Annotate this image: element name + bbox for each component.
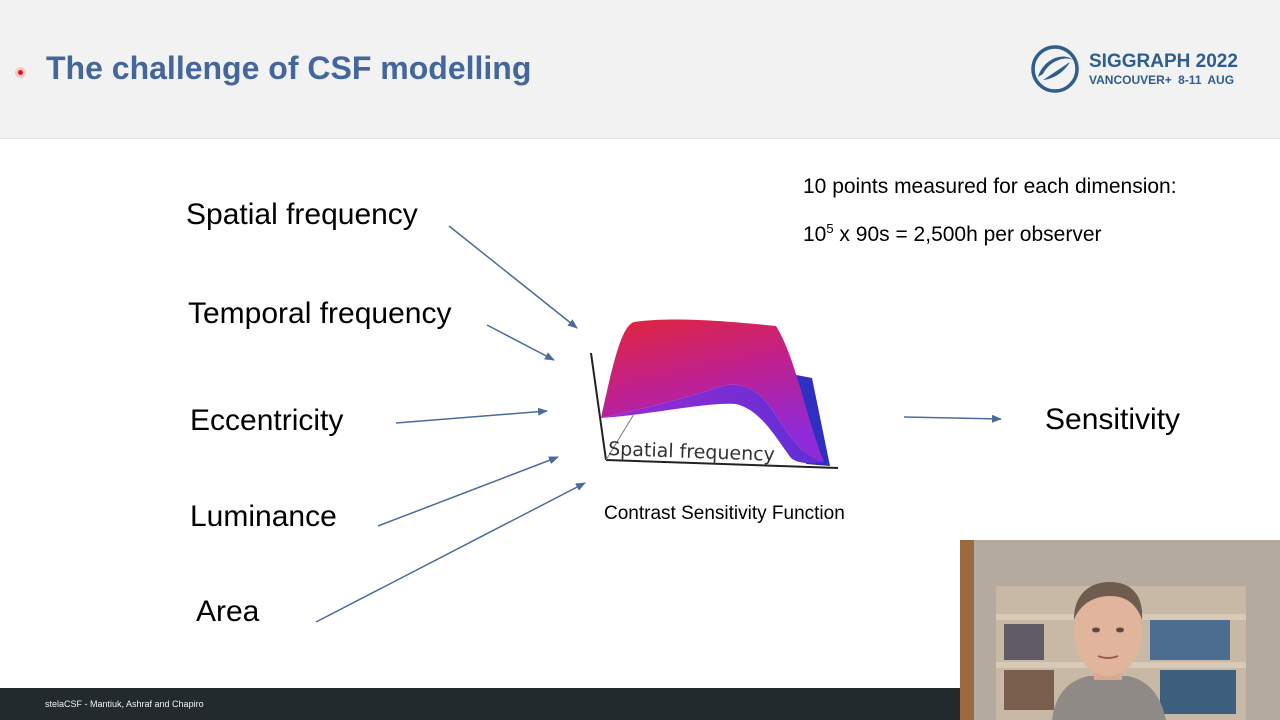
presenter-webcam	[960, 540, 1280, 720]
webcam-doorframe	[960, 540, 974, 720]
webcam-presenter-mouth	[1097, 655, 1119, 659]
logo-conference-name: SIGGRAPH 2022	[1089, 51, 1238, 72]
plot-axis-horizontal	[605, 459, 839, 469]
webcam-presenter-eye-right	[1116, 627, 1124, 633]
webcam-scene	[960, 540, 1280, 720]
webcam-presenter-eye-left	[1092, 627, 1100, 633]
arrow-eccentricity	[395, 407, 548, 424]
logo-dates: 8-11 AUG	[1178, 73, 1235, 87]
record-dot-icon	[15, 67, 26, 78]
footer-credits: stelaCSF - Mantiuk, Ashraf and Chapiro	[45, 699, 204, 709]
note-base: 10	[803, 223, 827, 246]
webcam-books-top-left	[1004, 624, 1044, 660]
csf-surface-main	[601, 319, 824, 462]
factor-spatial-frequency: Spatial frequency	[186, 198, 418, 231]
factor-area: Area	[196, 595, 260, 628]
factor-eccentricity: Eccentricity	[190, 404, 344, 437]
arrow-temporal-frequency	[486, 324, 555, 361]
note-exponent: 5	[826, 221, 834, 236]
webcam-presenter-hair	[1074, 582, 1143, 620]
slide-title: The challenge of CSF modelling	[46, 50, 532, 86]
slide-header: The challenge of CSF modelling SIGGRAPH …	[0, 0, 1280, 139]
webcam-books-mid-right	[1160, 670, 1236, 714]
csf-surface-plot: Spatial frequency	[590, 319, 839, 469]
note-measurement: 10 points measured for each dimension:	[803, 175, 1177, 198]
note-rest: x 90s = 2,500h per observer	[833, 223, 1102, 246]
webcam-books-top-right	[1150, 620, 1230, 660]
csf-surface-front	[601, 384, 824, 464]
arrow-luminance	[377, 456, 559, 527]
note-time-estimate: 105 x 90s = 2,500h per observer	[803, 221, 1102, 247]
plot-axis-depth	[605, 413, 635, 461]
factor-temporal-frequency: Temporal frequency	[188, 297, 452, 330]
output-sensitivity: Sensitivity	[1045, 403, 1181, 436]
arrow-area	[315, 482, 586, 623]
factor-luminance: Luminance	[190, 500, 337, 533]
logo-location-dates: VANCOUVER+ 8-11 AUG	[1089, 73, 1234, 87]
siggraph-swirl-icon	[1031, 45, 1079, 93]
logo-location: VANCOUVER+	[1089, 73, 1172, 87]
arrow-spatial-frequency	[448, 225, 578, 329]
siggraph-logo: SIGGRAPH 2022 VANCOUVER+ 8-11 AUG	[1030, 44, 1245, 96]
webcam-presenter-head	[1074, 588, 1142, 676]
webcam-books-mid-left	[1004, 670, 1054, 710]
plot-axis-vertical	[590, 352, 607, 461]
webcam-presenter-body	[1052, 676, 1166, 720]
arrow-to-sensitivity	[903, 414, 1002, 423]
plot-caption: Contrast Sensitivity Function	[604, 503, 845, 524]
